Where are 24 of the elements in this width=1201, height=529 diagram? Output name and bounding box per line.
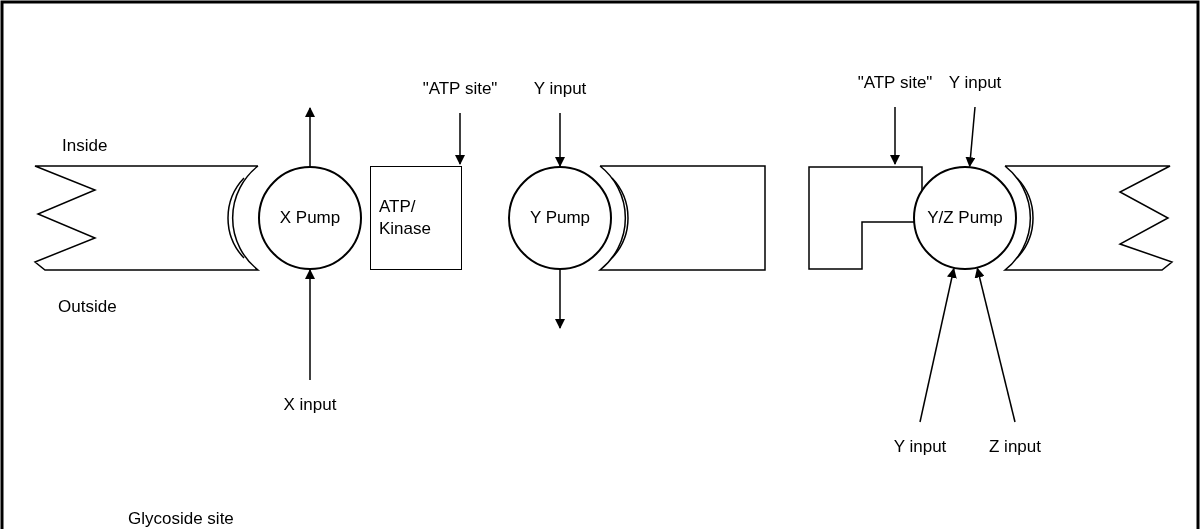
input-label: X input bbox=[275, 382, 345, 428]
arrow bbox=[965, 106, 976, 168]
arrow bbox=[555, 269, 565, 329]
region-label: Glycoside site bbox=[128, 508, 234, 529]
kinase-box: ATP/ Kinase bbox=[370, 166, 462, 270]
arrow bbox=[974, 267, 1016, 423]
site-label: "ATP site" bbox=[855, 60, 935, 106]
arrow bbox=[305, 107, 315, 167]
site-block bbox=[808, 166, 924, 270]
region-label: Inside bbox=[62, 135, 108, 157]
arrow bbox=[555, 112, 565, 167]
arrow bbox=[305, 269, 315, 381]
arrow bbox=[455, 112, 465, 165]
arrow bbox=[890, 106, 900, 165]
site-label: "ATP site" bbox=[420, 66, 500, 112]
input-label: Y input bbox=[525, 66, 595, 112]
pump-circle: Y/Z Pump bbox=[913, 166, 1017, 270]
pump-circle: X Pump bbox=[258, 166, 362, 270]
pump-circle: Y Pump bbox=[508, 166, 612, 270]
input-label: Y input bbox=[885, 424, 955, 470]
input-label: Z input bbox=[980, 424, 1050, 470]
input-label: Y input bbox=[940, 60, 1010, 106]
region-label: Outside bbox=[58, 296, 117, 318]
arrow bbox=[919, 267, 957, 423]
